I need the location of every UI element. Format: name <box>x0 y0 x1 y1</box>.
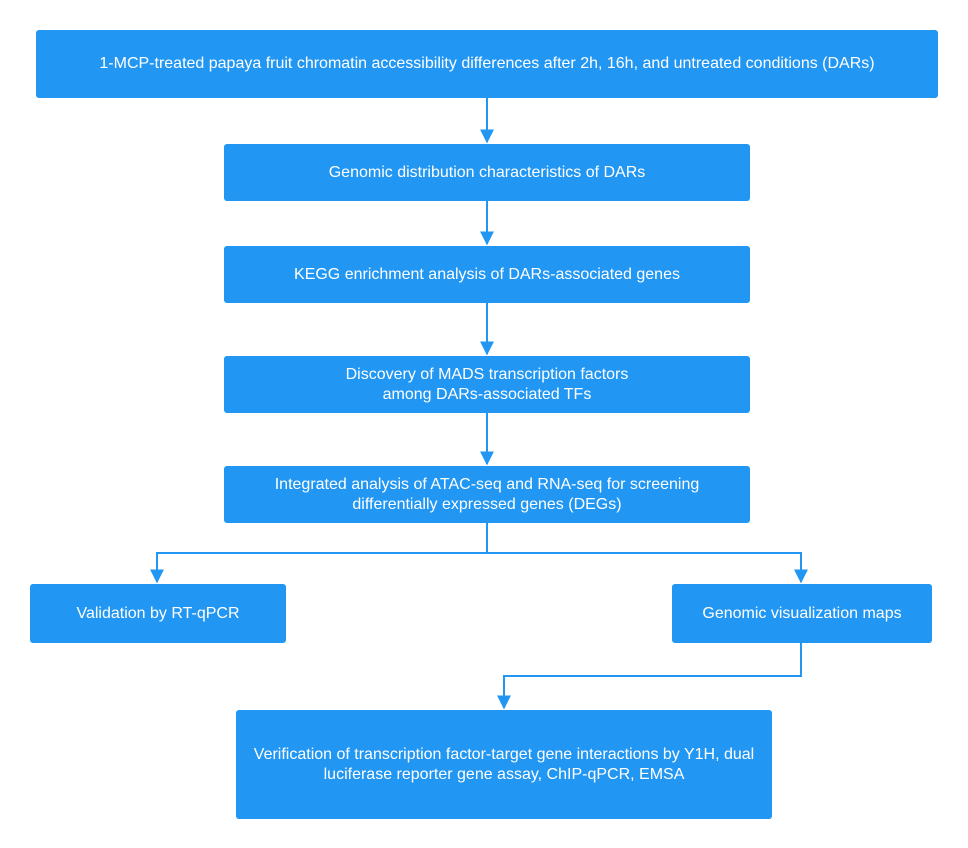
node-integrated-analysis-label: Integrated analysis of ATAC-seq and RNA-… <box>274 475 700 513</box>
node-rt-qpcr-validation: Validation by RT-qPCR <box>30 584 286 643</box>
node-start-label: 1-MCP-treated papaya fruit chromatin acc… <box>99 55 875 72</box>
arrow-visualization-to-verification <box>497 643 802 710</box>
node-genomic-visualization: Genomic visualization maps <box>672 584 932 643</box>
node-kegg-enrichment-label: KEGG enrichment analysis of DARs-associa… <box>294 265 680 283</box>
node-mads-discovery: Discovery of MADS transcription factors … <box>224 356 750 413</box>
node-genomic-distribution: Genomic distribution characteristics of … <box>224 144 750 201</box>
node-kegg-enrichment: KEGG enrichment analysis of DARs-associa… <box>224 246 750 303</box>
arrow-integrated-to-rt-qpcr <box>150 523 488 584</box>
arrow-integrated-to-visualization <box>487 552 808 584</box>
node-interaction-verification-label: Verification of transcription factor-tar… <box>253 745 755 783</box>
node-genomic-visualization-label: Genomic visualization maps <box>702 604 902 622</box>
node-start: 1-MCP-treated papaya fruit chromatin acc… <box>36 30 938 98</box>
node-genomic-distribution-label: Genomic distribution characteristics of … <box>328 163 646 181</box>
node-rt-qpcr-validation-label: Validation by RT-qPCR <box>76 604 240 622</box>
node-interaction-verification: Verification of transcription factor-tar… <box>236 710 772 819</box>
node-integrated-analysis: Integrated analysis of ATAC-seq and RNA-… <box>224 466 750 523</box>
node-mads-discovery-label: Discovery of MADS transcription factors … <box>345 365 629 403</box>
